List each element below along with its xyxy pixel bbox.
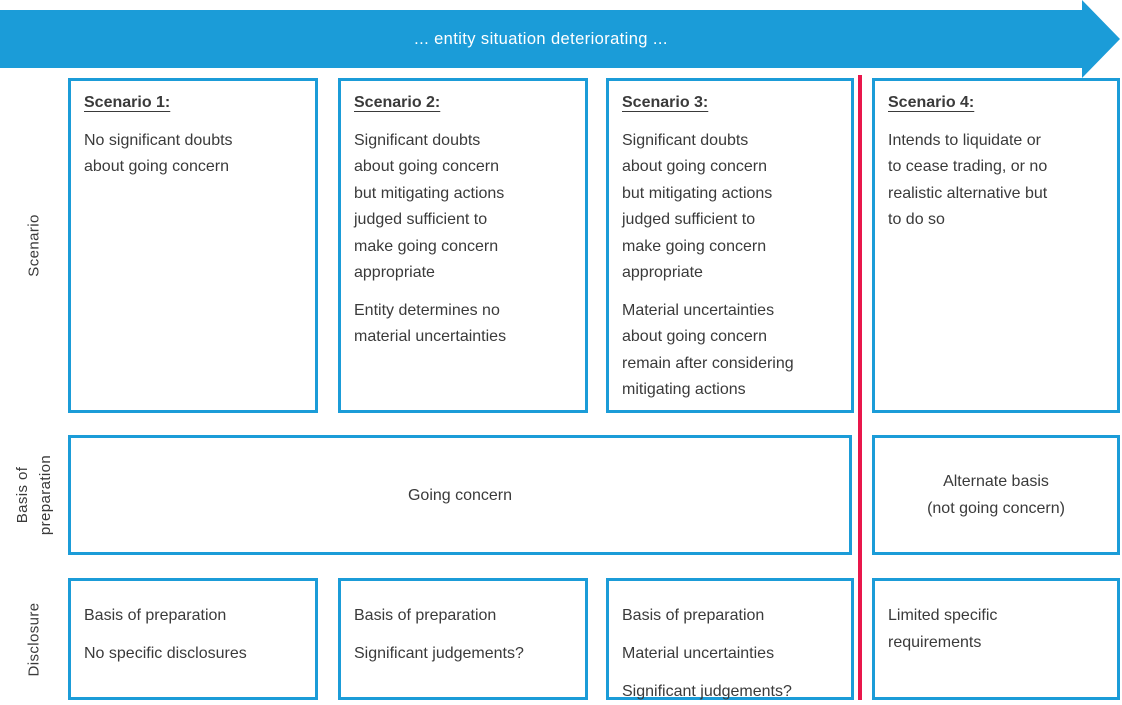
scenario-2-box: Scenario 2: Significant doubts about goi… [338, 78, 588, 413]
deterioration-arrow-label: ... entity situation deteriorating ... [414, 29, 668, 48]
scenario-4-heading: Scenario 4: [888, 94, 975, 111]
scenario-1-heading: Scenario 1: [84, 94, 171, 111]
scenario-3-heading: Scenario 3: [622, 94, 709, 111]
scenario-2-paragraph: Entity determines no material uncertaint… [354, 301, 507, 346]
scenario-3-paragraph: Material uncertainties about going conce… [622, 301, 794, 399]
deterioration-arrow: ... entity situation deteriorating ... [0, 10, 1082, 68]
basis-alternate-box: Alternate basis (not going concern) [872, 435, 1120, 555]
scenario-3-paragraph: Significant doubts about going concern b… [622, 131, 773, 282]
disclosure-1-paragraph: No specific disclosures [84, 645, 247, 662]
disclosure-2-paragraph: Significant judgements? [354, 645, 524, 662]
row-label-scenario: Scenario [0, 78, 68, 413]
deterioration-arrow-head-icon [1082, 0, 1120, 78]
disclosure-2-box: Basis of preparation Significant judgeme… [338, 578, 588, 700]
scenario-2-heading: Scenario 2: [354, 94, 441, 111]
disclosure-3-paragraph: Significant judgements? [622, 683, 792, 700]
red-divider-line [858, 75, 862, 700]
scenario-1-paragraph: No significant doubts about going concer… [84, 131, 233, 176]
disclosure-3-box: Basis of preparation Material uncertaint… [606, 578, 854, 700]
scenario-1-box: Scenario 1: No significant doubts about … [68, 78, 318, 413]
basis-going-concern-text: Going concern [407, 486, 513, 504]
row-label-disclosure: Disclosure [0, 578, 68, 700]
row-label-scenario-text: Scenario [25, 214, 43, 277]
disclosure-4-paragraph: Limited specific requirements [888, 607, 998, 651]
basis-alternate-text: Alternate basis (not going concern) [927, 473, 1065, 517]
scenario-2-paragraph: Significant doubts about going concern b… [354, 131, 505, 282]
disclosure-3-paragraph: Material uncertainties [622, 645, 775, 662]
row-label-basis-text: Basis of preparation [14, 454, 55, 536]
row-label-basis-of-preparation: Basis of preparation [0, 435, 68, 555]
disclosure-1-box: Basis of preparation No specific disclos… [68, 578, 318, 700]
row-label-disclosure-text: Disclosure [25, 601, 43, 677]
scenario-4-box: Scenario 4: Intends to liquidate or to c… [872, 78, 1120, 413]
scenario-4-paragraph: Intends to liquidate or to cease trading… [888, 131, 1048, 229]
disclosure-3-paragraph: Basis of preparation [622, 607, 765, 624]
disclosure-1-paragraph: Basis of preparation [84, 607, 227, 624]
disclosure-4-box: Limited specific requirements [872, 578, 1120, 700]
scenario-3-box: Scenario 3: Significant doubts about goi… [606, 78, 854, 413]
disclosure-2-paragraph: Basis of preparation [354, 607, 497, 624]
basis-going-concern-box: Going concern [68, 435, 852, 555]
